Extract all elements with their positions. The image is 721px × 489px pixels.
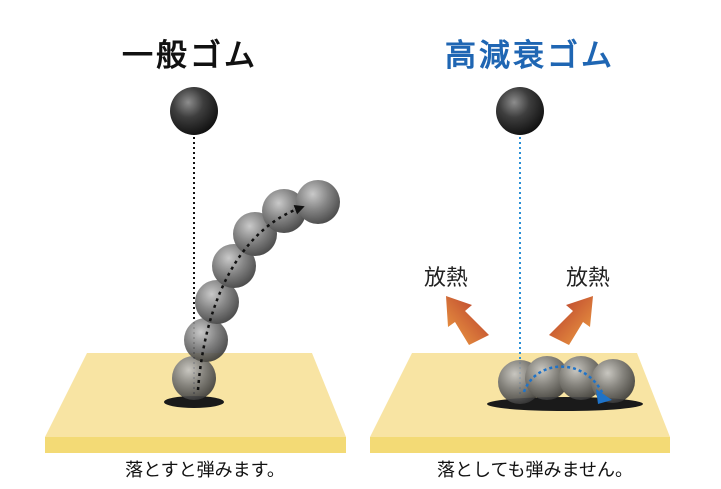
left-bounce-arrow	[196, 205, 305, 391]
left-drop-ball	[170, 87, 218, 135]
right-bounce-arrowhead	[596, 389, 612, 404]
left-bounce-ball-7	[296, 180, 340, 224]
left-bounce-ball-4	[212, 244, 256, 288]
heat-label-left: 放熱	[424, 266, 469, 291]
left-panel-caption: 落とすと弾みます。	[125, 460, 285, 481]
right-panel-title: 高減衰ゴム	[445, 38, 615, 74]
left-ball-shadow	[164, 396, 224, 408]
heat-label-right: 放熱	[566, 266, 611, 291]
heat-arrow-left	[446, 296, 489, 345]
left-panel-title: 一般ゴム	[122, 38, 258, 74]
right-panel-caption: 落としても弾みません。	[436, 460, 634, 481]
left-bounce-ball-3	[195, 280, 239, 324]
left-bounce-ball-1	[172, 356, 216, 400]
heat-arrow-right	[549, 296, 593, 345]
right-drop-ball	[496, 87, 544, 135]
left-bounce-balls	[172, 180, 340, 400]
